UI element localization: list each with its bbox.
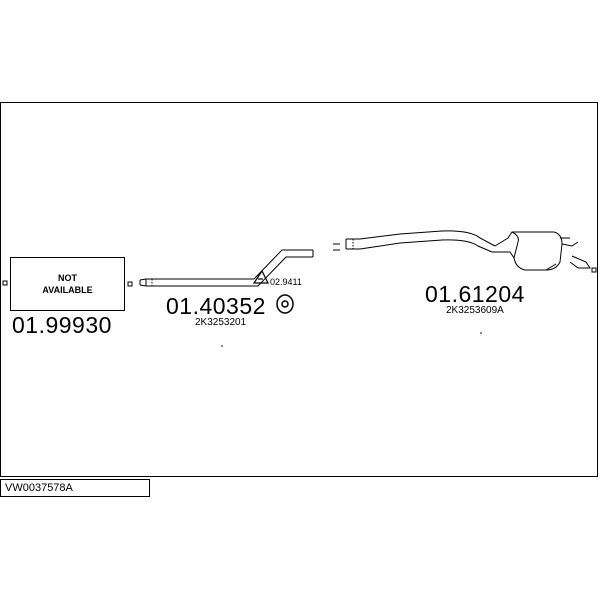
left-edge-marker (2, 280, 8, 286)
reference-code-box: VW0037578A (0, 479, 150, 497)
not-available-box: NOT AVAILABLE (10, 257, 125, 311)
rear-silencer (345, 230, 591, 271)
diagram-frame (0, 102, 598, 477)
joint-stub (333, 243, 340, 251)
dot-center (221, 345, 223, 347)
na-box-connector (127, 281, 133, 287)
part-number-01-61204: 01.61204 (425, 281, 525, 307)
not-available-label: NOT AVAILABLE (42, 273, 93, 295)
gasket-icon (276, 294, 294, 314)
part-number-02-9411: 02.9411 (270, 277, 302, 287)
center-pipe (139, 249, 314, 287)
part-number-01-40352: 01.40352 (166, 293, 266, 319)
oem-number-2K3253201: 2K3253201 (195, 317, 247, 328)
dot-rear (480, 332, 482, 334)
right-edge-marker (591, 267, 597, 273)
oem-number-2K3253609A: 2K3253609A (446, 305, 504, 316)
clamp-icon (252, 269, 269, 284)
reference-code: VW0037578A (5, 482, 73, 494)
part-number-01-99930: 01.99930 (12, 312, 112, 338)
